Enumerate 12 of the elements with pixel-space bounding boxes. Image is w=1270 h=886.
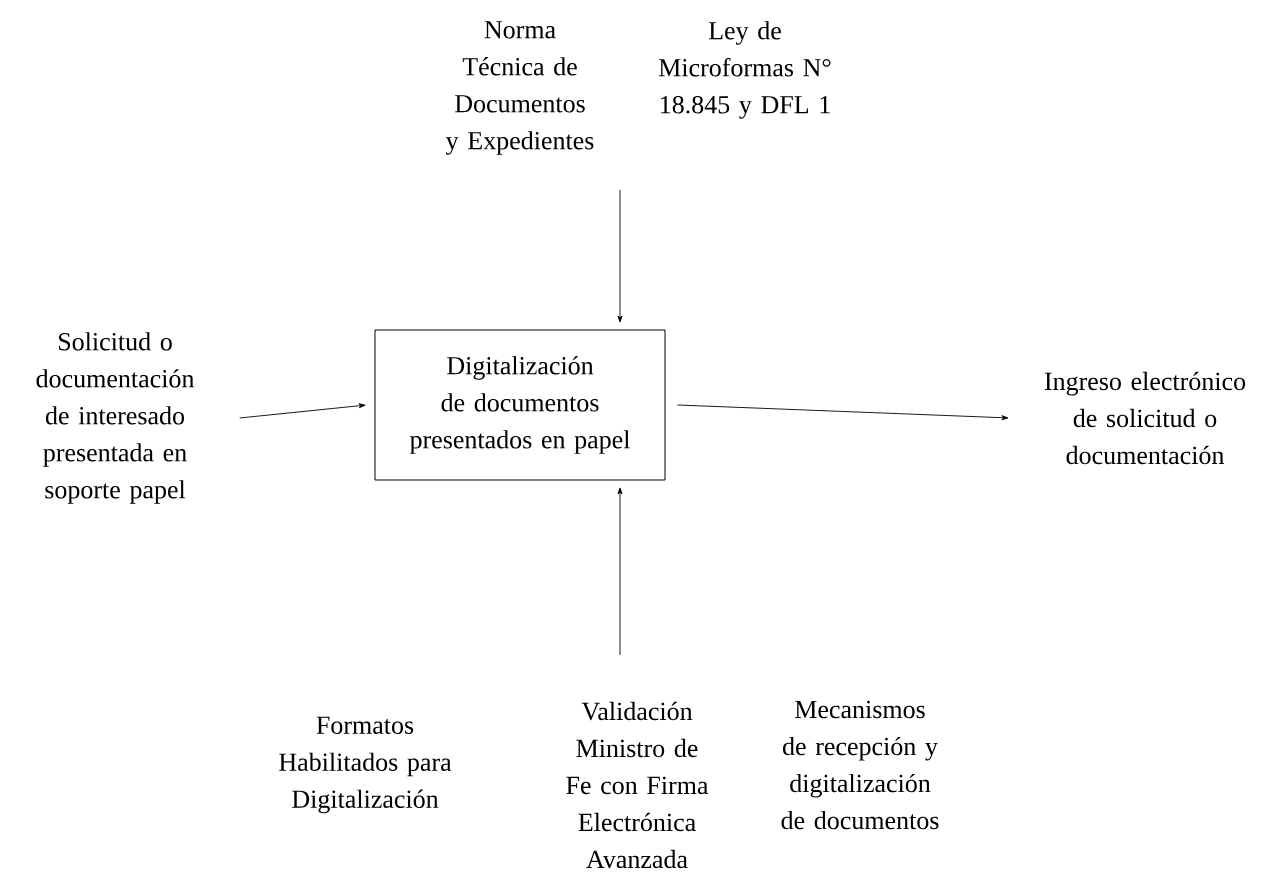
input-text: Ingreso electrónico de solicitud o documentación bbox=[1044, 371, 1246, 465]
arrow bbox=[617, 487, 623, 656]
control-text: Norma Técnica de Documentos y Expedientes bbox=[445, 21, 594, 155]
control-text: Validación Ministro de Fe con Firma Electrónica Avanzada bbox=[566, 701, 709, 869]
control-text: Mecanismos de recepción y digitalización de documentos bbox=[781, 700, 939, 830]
arrow bbox=[617, 189, 623, 323]
arrow bbox=[677, 404, 1009, 421]
control-text: Ley de Microformas N° 18.845 y DFL 1 bbox=[658, 21, 831, 119]
process-box: Digitalización de documentos presentados en papel bbox=[374, 329, 666, 481]
control-text: Formatos Habilitados para Digitalización bbox=[279, 716, 452, 814]
input-text: Solicitud o documentación de interesado presentada en soporte papel bbox=[36, 332, 195, 504]
arrow bbox=[239, 403, 366, 419]
